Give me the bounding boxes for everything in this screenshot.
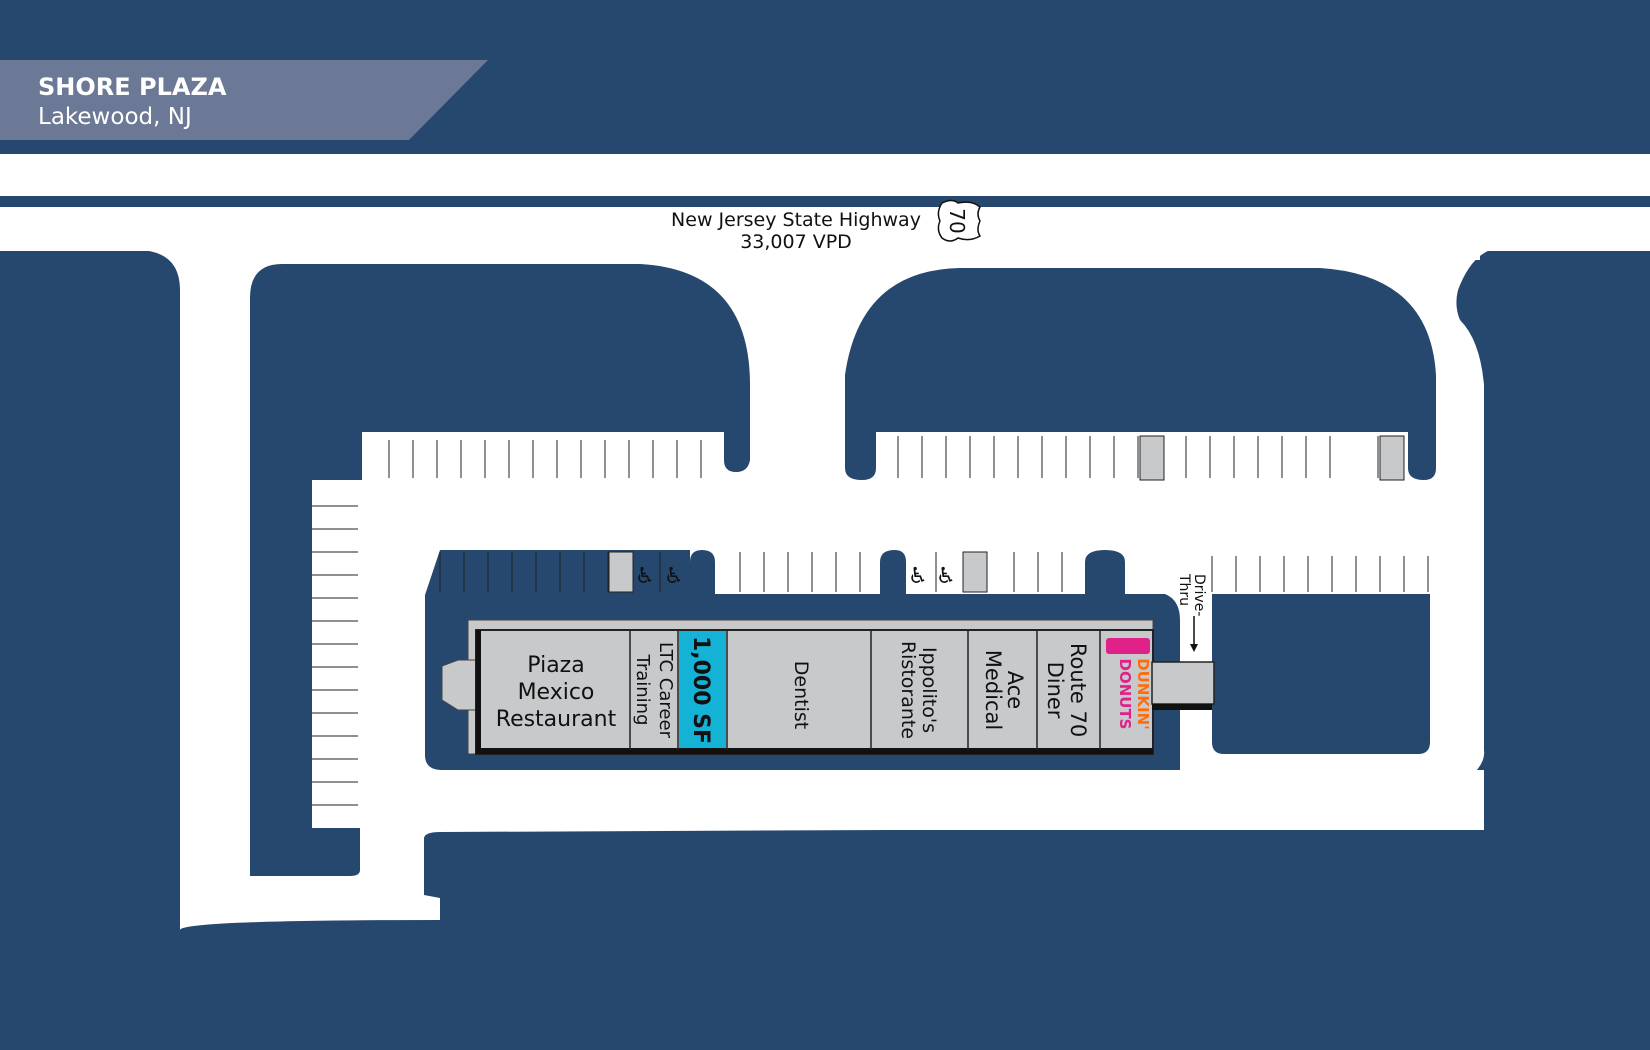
available-unit-label[interactable]: 1,000 SF bbox=[688, 636, 713, 744]
tenant-route70-line1: Route 70 bbox=[1066, 643, 1090, 737]
shield-outline bbox=[937, 199, 982, 242]
parking-stalls-northwest bbox=[388, 440, 702, 478]
tenant-piaza-mexico-line2: Mexico bbox=[518, 680, 595, 705]
wheelchair-icon: ♿ bbox=[664, 564, 684, 589]
dunkin-logo-line2: DONUTS bbox=[1116, 659, 1134, 730]
drive-thru-arrowhead-icon bbox=[1190, 644, 1198, 652]
available-unit-highlight[interactable] bbox=[679, 631, 726, 748]
building-rear-wall bbox=[476, 748, 1153, 754]
drive-thru-curb bbox=[1152, 704, 1212, 710]
wheelchair-icon: ♿ bbox=[936, 564, 956, 589]
highway-lane-north bbox=[0, 154, 1650, 196]
tenant-ltc-line1: LTC Career bbox=[655, 642, 676, 739]
highway-traffic-count: 33,007 VPD bbox=[740, 231, 852, 253]
parking-stalls-northeast bbox=[897, 436, 1379, 478]
tenant-ippolitos-line2: Ristorante bbox=[897, 641, 919, 739]
tenant-piaza-mexico-line3: Restaurant bbox=[496, 707, 617, 732]
route-number: 70 bbox=[945, 208, 969, 233]
header-banner bbox=[0, 60, 488, 140]
drive-thru-window bbox=[1151, 661, 1215, 705]
access-aisle bbox=[962, 551, 988, 593]
dunkin-logo-line1: DUNKIN' bbox=[1134, 658, 1152, 730]
tenant-dentist: Dentist bbox=[790, 661, 812, 729]
dunkin-cup-icon bbox=[1106, 638, 1150, 654]
page-subtitle: Lakewood, NJ bbox=[38, 104, 192, 130]
tenant-piaza-mexico-line1: Piaza bbox=[527, 653, 584, 678]
tenant-route70-line2: Diner bbox=[1043, 662, 1067, 719]
parking-stalls-west bbox=[312, 505, 358, 806]
loading-zone bbox=[1139, 435, 1165, 481]
tenant-ace-medical-line1: Ace bbox=[1003, 671, 1027, 709]
page-title: SHORE PLAZA bbox=[38, 73, 227, 101]
us-route-shield-icon: 70 bbox=[937, 199, 982, 242]
wheelchair-icon: ♿ bbox=[908, 564, 928, 589]
building-west-wall bbox=[476, 630, 481, 754]
unit-dividers bbox=[629, 630, 1101, 750]
drive-thru-label-line1: Drive- bbox=[1191, 574, 1207, 616]
loading-zone bbox=[1379, 435, 1405, 481]
building-vestibule bbox=[441, 659, 479, 711]
wheelchair-icon: ♿ bbox=[635, 564, 655, 589]
tenant-ltc-line2: Training bbox=[632, 653, 653, 725]
access-aisle bbox=[608, 551, 634, 593]
dunkin-donuts-logo: DUNKIN' DONUTS bbox=[1106, 638, 1152, 730]
tenant-ippolitos-line1: Ippolito's bbox=[918, 647, 940, 733]
highway-name: New Jersey State Highway bbox=[671, 209, 921, 231]
tenant-ace-medical-line2: Medical bbox=[981, 650, 1005, 730]
drive-thru-label-line2: Thru bbox=[1176, 573, 1192, 606]
